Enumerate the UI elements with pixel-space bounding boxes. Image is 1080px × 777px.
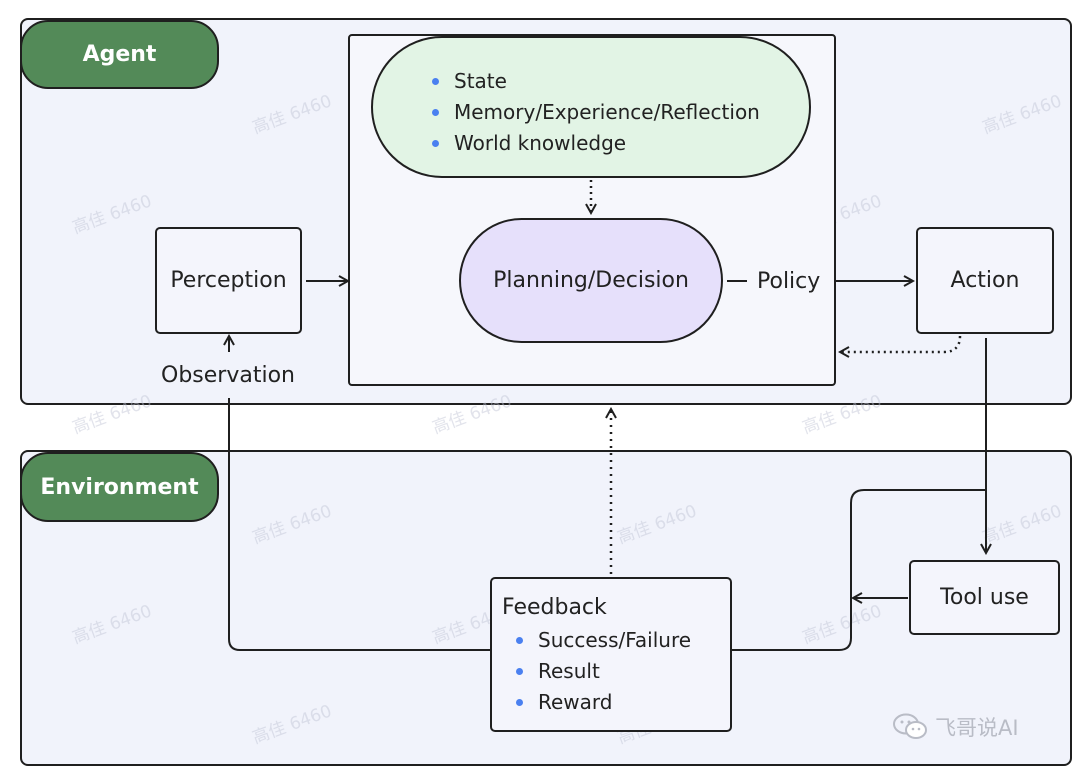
tool-loop-line	[732, 489, 986, 651]
memory-list: State Memory/Experience/Reflection World…	[432, 66, 760, 159]
action-label: Action	[950, 268, 1020, 293]
wechat-icon	[893, 713, 927, 739]
brand-text: 飞哥说AI	[935, 716, 1019, 740]
perception-label: Perception	[170, 268, 287, 293]
observation-label: Observation	[161, 363, 295, 388]
policy-label: Policy	[757, 269, 821, 294]
feedback-item-success: Success/Failure	[516, 625, 730, 656]
memory-item-knowledge: World knowledge	[432, 128, 760, 159]
memory-item-memory: Memory/Experience/Reflection	[432, 97, 760, 128]
tool-use-label: Tool use	[940, 585, 1029, 610]
action-box: Action	[916, 227, 1054, 334]
action-to-core-arrow	[840, 335, 962, 352]
memory-pill	[371, 36, 811, 178]
perception-box: Perception	[155, 227, 302, 334]
feedback-list: Success/Failure Result Reward	[516, 625, 730, 718]
planning-pill: Planning/Decision	[459, 218, 723, 343]
feedback-title: Feedback	[502, 595, 607, 620]
agent-tag: Agent	[20, 20, 219, 89]
feedback-item-result: Result	[516, 656, 730, 687]
environment-tag: Environment	[20, 452, 219, 522]
brand-watermark: 飞哥说AI	[893, 712, 1019, 742]
memory-item-state: State	[432, 66, 760, 97]
feedback-box: Feedback Success/Failure Result Reward	[490, 577, 732, 732]
feedback-to-observation-line	[228, 398, 490, 651]
feedback-item-reward: Reward	[516, 687, 730, 718]
tool-use-box: Tool use	[909, 560, 1060, 635]
planning-label: Planning/Decision	[493, 268, 689, 293]
